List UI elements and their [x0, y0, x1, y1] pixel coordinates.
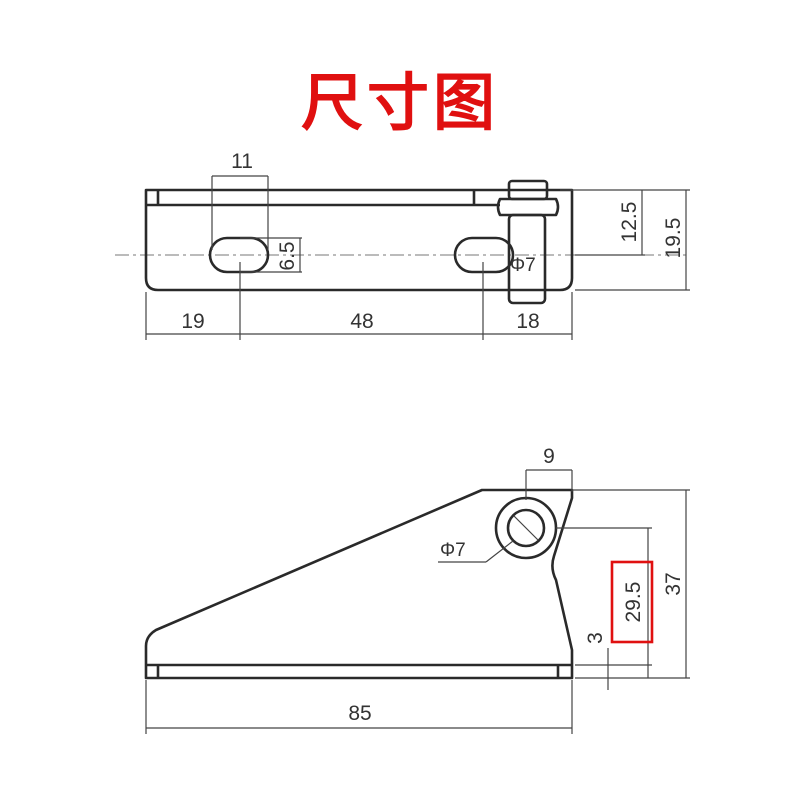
dim-phi-leader: [485, 540, 514, 563]
dim-pin-diameter: Φ7: [510, 255, 536, 276]
top-view: 11 6.5 Φ7 19 48 18 12.5 19.5: [115, 150, 690, 340]
top-bracket-outline: [144, 188, 574, 292]
dim-left-offset: 19: [181, 310, 204, 333]
dim-slot-height: 6.5: [276, 241, 299, 270]
side-hole-mark: [513, 515, 539, 541]
dim-hole-spacing: 48: [350, 310, 373, 333]
dim-base-thickness: 3: [584, 632, 607, 644]
dim-pin-height: 12.5: [618, 202, 641, 243]
dim-total-height: 19.5: [662, 218, 685, 259]
top-slot-left: [208, 236, 270, 274]
side-view: 9 Φ7 3 29.5 37 85: [144, 445, 690, 734]
highlight-box: [610, 560, 654, 644]
top-slot-right: [453, 236, 515, 274]
dim-slot-width: 11: [231, 150, 253, 173]
dim-hole-offset: 9: [543, 445, 555, 468]
dim-side-total-height: 37: [662, 572, 685, 595]
dim-total-length: 85: [348, 702, 371, 725]
top-pin-shaft: [507, 213, 547, 305]
dim-hole-diameter: Φ7: [440, 540, 466, 561]
side-hole-inner: [506, 508, 546, 548]
dim-right-width: 18: [516, 310, 539, 333]
dim-hole-height: 29.5: [622, 582, 645, 623]
drawing-title: 尺寸图: [300, 66, 499, 139]
top-pin-collar: [496, 197, 560, 217]
side-plate-outline: [144, 488, 574, 680]
